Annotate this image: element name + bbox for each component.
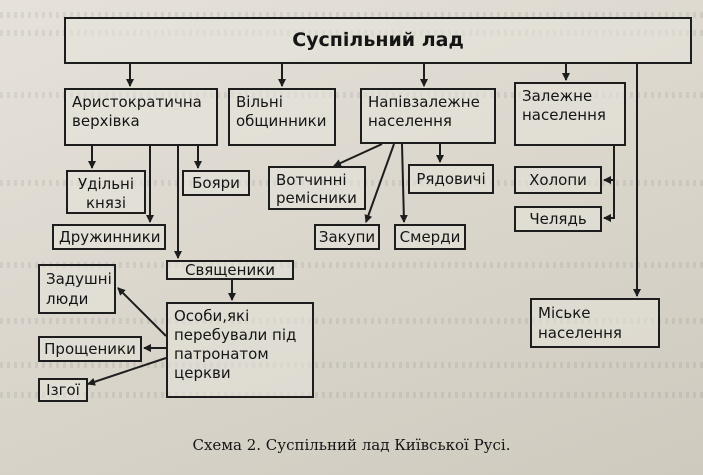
bleed-through-text <box>0 12 703 18</box>
bleed-through-text <box>0 392 703 398</box>
node-urban-population: Міське населення <box>530 298 660 348</box>
node-appanage-princes: Удільні князі <box>66 170 146 214</box>
node-boyars: Бояри <box>182 170 250 196</box>
bleed-through-text <box>0 362 703 368</box>
node-izgoi: Ізгої <box>38 378 88 402</box>
figure-caption: Схема 2. Суспільний лад Київської Русі. <box>192 436 511 454</box>
node-smerdy: Смерди <box>394 224 466 250</box>
bleed-through-text <box>0 92 703 98</box>
node-proshcheniky: Прощеники <box>38 336 142 362</box>
node-votchinni-craftsmen: Вотчинні ремісники <box>268 166 366 210</box>
node-kholopy: Холопи <box>514 166 602 194</box>
node-free-commoners: Вільні общинники <box>228 88 336 146</box>
node-druzhinniki: Дружинники <box>52 224 166 250</box>
node-dependent: Залежне населення <box>514 82 626 146</box>
bleed-through-text <box>0 262 703 268</box>
node-semi-dependent: Напівзалежне населення <box>360 88 496 144</box>
bleed-through-text <box>0 318 703 324</box>
node-zadushni-people: Задушні люди <box>38 264 116 314</box>
society-title-box: Суспільний лад <box>64 17 692 64</box>
node-zakupy: Закупи <box>314 224 380 250</box>
node-church-patronage: Особи,які перебували під патронатом церк… <box>166 302 314 398</box>
node-aristocracy: Аристократична верхівка <box>64 88 218 146</box>
node-chelyad: Челядь <box>514 206 602 232</box>
node-clergy: Священики <box>166 260 294 280</box>
node-ryadovychi: Рядовичі <box>408 164 494 194</box>
